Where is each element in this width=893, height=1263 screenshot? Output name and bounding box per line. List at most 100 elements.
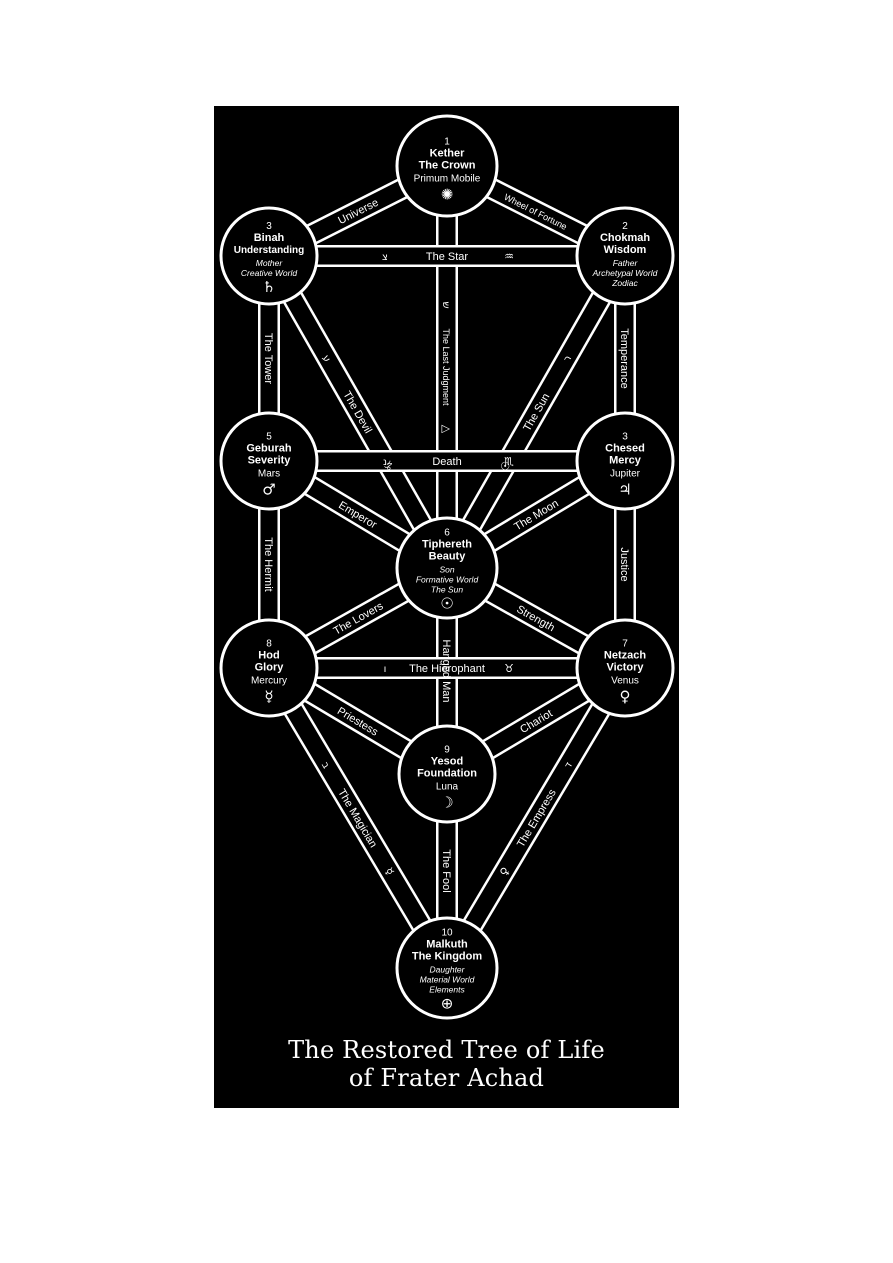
sephira-title: Mercy [609, 455, 642, 467]
path-band-inner [439, 663, 633, 973]
sephira-number: 6 [444, 528, 450, 539]
sephira-title: Beauty [429, 551, 467, 563]
sephira-title: Victory [606, 662, 644, 674]
sephira-attribution: Material World [420, 975, 475, 985]
sephira-number: 2 [622, 221, 628, 232]
sephira-name: Kether [430, 148, 466, 160]
sephira-attribution: Father [613, 258, 639, 268]
sephira-attribution: Son [439, 565, 454, 575]
sephira-attribution: Luna [436, 782, 459, 793]
sephira-number: 9 [444, 745, 450, 756]
path-hebrew-letter: צ [382, 252, 388, 263]
sephira-symbol-icon: ☿ [264, 688, 273, 706]
path-the-magician [259, 662, 457, 974]
path-label: Death [432, 456, 461, 468]
sephira-attribution: Elements [429, 985, 465, 995]
path-band-inner [261, 251, 455, 573]
sephira-circle [575, 206, 675, 306]
sephira-name: Yesod [431, 756, 463, 768]
path-glyph: △ [440, 425, 453, 434]
sephira-title: Understanding [234, 245, 305, 256]
sephira-name: Binah [254, 232, 285, 244]
sephira-attribution: Venus [611, 676, 639, 687]
path-label: The Hermit [262, 537, 274, 591]
sephira-number: 1 [444, 137, 450, 148]
sephira-circle [219, 618, 319, 718]
path-hebrew-letter: ד [563, 760, 576, 771]
sephira-symbol-icon: ♃ [618, 481, 631, 499]
sephira-circle [395, 114, 499, 218]
sephira-attribution: The Sun [431, 585, 463, 595]
sephira-circle [219, 411, 319, 511]
path-label: The Hierophant [409, 663, 485, 675]
sephira-symbol-icon: ✺ [441, 186, 454, 204]
sephira-circle [219, 206, 319, 306]
path-hebrew-letter: ו [384, 664, 387, 675]
sephira-number: 10 [441, 928, 453, 939]
path-hebrew-letter: ר [562, 354, 574, 364]
sephira-number: 3 [622, 432, 628, 443]
sephira-number: 5 [266, 432, 272, 443]
sephira-symbol-icon: ⊕ [441, 995, 454, 1013]
sephira-number: 8 [266, 639, 272, 650]
sephira-attribution: Mercury [251, 676, 287, 687]
path-label: Hanged Man [440, 640, 452, 703]
path-hebrew-letter: ב [319, 760, 332, 771]
title-line-2: of Frater Achad [348, 1064, 545, 1092]
sephira-title: The Crown [419, 160, 476, 172]
sephira-attribution: Zodiac [611, 278, 638, 288]
sephira-attribution: Jupiter [610, 469, 641, 480]
tree-of-life-diagram: UniverseתהWheel of Fortuneכ♃The Last Jud… [219, 114, 675, 1020]
path-label: The Last Judgment [441, 328, 451, 406]
sephira-name: Geburah [246, 443, 292, 455]
path-hebrew-letter: ע [320, 353, 333, 364]
path-hebrew-letter: ש [440, 301, 451, 308]
sephira-name: Chesed [605, 443, 645, 455]
path-label: Justice [618, 547, 630, 581]
sephira-symbol-icon: ♂ [262, 481, 275, 499]
sephira-name: Hod [258, 650, 279, 662]
sephira-name: Tiphereth [422, 539, 472, 551]
diagram-title: The Restored Tree of Life of Frater Acha… [214, 1036, 679, 1092]
path-the-sun [437, 250, 635, 574]
path-label: The Fool [440, 849, 452, 892]
sephira-symbol-icon: ☉ [440, 595, 453, 613]
path-the-devil [259, 250, 457, 574]
sephira-attribution: Creative World [241, 268, 297, 278]
tree-of-life-panel: UniverseתהWheel of Fortuneכ♃The Last Jud… [214, 106, 679, 1108]
path-glyph: ♏ [504, 455, 514, 468]
sephira-title: Severity [248, 455, 292, 467]
path-the-empress [437, 662, 635, 974]
sephira-circle [575, 411, 675, 511]
sephira-title: The Kingdom [412, 951, 482, 963]
sephira-symbol-icon: ☽ [440, 794, 453, 812]
sephira-attribution: Mother [256, 258, 284, 268]
sephira-title: Wisdom [604, 244, 647, 256]
sephira-symbol-icon: ♄ [262, 278, 275, 296]
path-label: Temperance [618, 328, 630, 389]
sephira-attribution: Mars [258, 469, 280, 480]
sephira-number: 3 [266, 221, 272, 232]
path-label-group: The Last Judgment ש △ [440, 301, 453, 433]
title-line-1: The Restored Tree of Life [288, 1036, 605, 1064]
sephira-circle [397, 724, 497, 824]
sephira-attribution: Archetypal World [592, 268, 658, 278]
sephira-circle [575, 618, 675, 718]
path-label: The Star [426, 251, 469, 263]
sephira-circle [395, 516, 499, 620]
sephira-attribution: Primum Mobile [414, 174, 481, 185]
sephira-symbol-icon: ♀ [620, 688, 631, 706]
path-label: The Tower [262, 333, 274, 384]
